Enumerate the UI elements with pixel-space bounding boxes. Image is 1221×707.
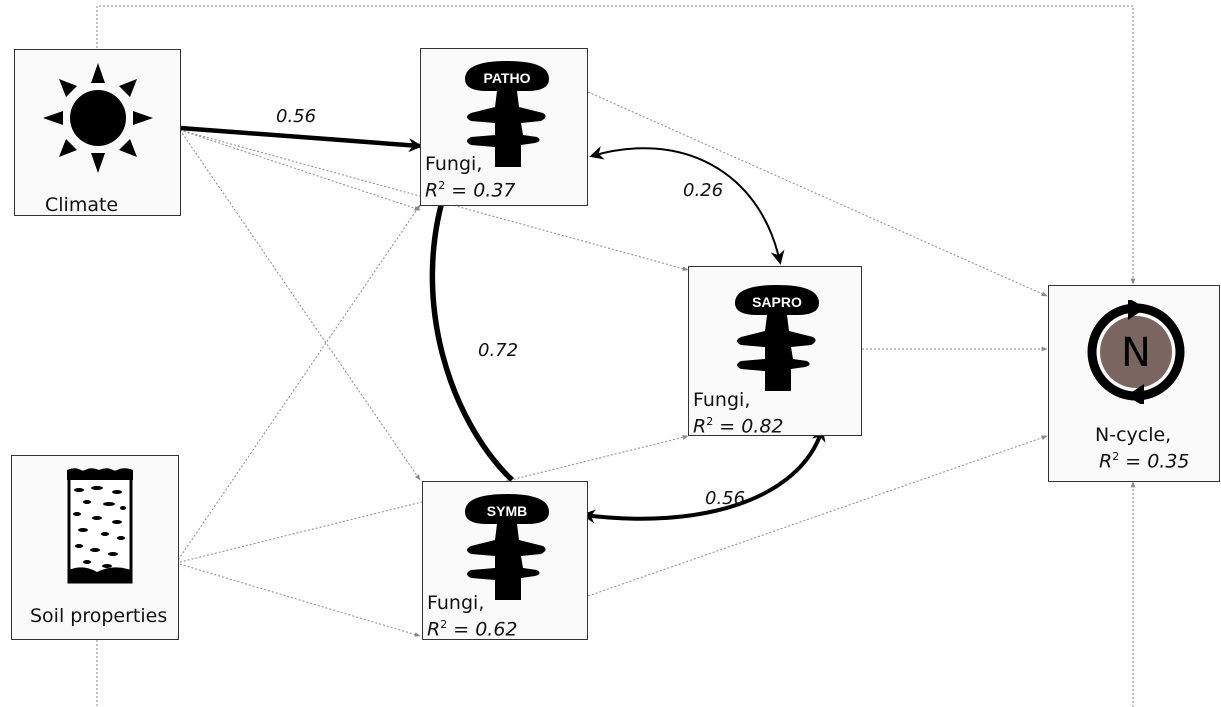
- fungi-patho-node: PATHO Fungi, R2 = 0.37: [420, 48, 588, 206]
- path-symb-patho: [429, 185, 514, 482]
- mushroom-icon: PATHO: [465, 61, 549, 167]
- symb-r2: R2 = 0.62: [427, 618, 518, 641]
- patho-r2: R2 = 0.37: [425, 179, 516, 202]
- path-symb-sapro: [581, 427, 826, 524]
- ncycle-r2: R2 = 0.35: [1099, 450, 1190, 473]
- path-climate-symb: [179, 129, 421, 481]
- path-soil-symb: [175, 562, 421, 637]
- soil-node: Soil properties: [11, 455, 179, 640]
- ncycle-label: N-cycle,: [1095, 424, 1172, 446]
- ncycle-node: N N-cycle, R2 = 0.35: [1048, 285, 1220, 482]
- soil-profile-icon: [67, 468, 133, 584]
- ncycle-glyph: N: [1121, 330, 1151, 376]
- mushroom-icon: SAPRO: [735, 285, 819, 391]
- soil-label: Soil properties: [30, 605, 168, 627]
- path-soil-patho: [175, 204, 421, 564]
- fungi-sapro-node: SAPRO Fungi, R2 = 0.82: [688, 266, 862, 438]
- patho-label: Fungi,: [425, 153, 483, 175]
- coef-symb-patho: 0.72: [478, 340, 519, 361]
- path-symb-ncycle: [587, 435, 1048, 597]
- path-climate-ncycle: [96, 5, 1136, 285]
- patho-badge: PATHO: [484, 70, 531, 86]
- climate-node: Climate: [14, 49, 181, 216]
- coef-symb-sapro: 0.56: [705, 488, 746, 509]
- nitrogen-cycle-icon: N: [1087, 300, 1185, 404]
- ncycle-fill: [1100, 316, 1172, 388]
- symb-label: Fungi,: [427, 592, 485, 614]
- coef-patho-sapro: 0.26: [683, 180, 724, 201]
- sapro-r2: R2 = 0.82: [693, 415, 784, 438]
- sun-icon: [43, 63, 153, 173]
- fungi-symb-node: SYMB Fungi, R2 = 0.62: [422, 481, 588, 640]
- path-patho-sapro: [589, 146, 785, 265]
- path-climate-patho: [179, 125, 423, 153]
- sapro-badge: SAPRO: [752, 294, 802, 310]
- sapro-label: Fungi,: [693, 389, 751, 411]
- climate-label: Climate: [45, 194, 119, 216]
- coef-climate-patho: 0.56: [276, 106, 317, 127]
- mushroom-icon: SYMB: [465, 494, 549, 600]
- path-soil-ncycle: [96, 482, 1133, 707]
- symb-badge: SYMB: [487, 503, 527, 519]
